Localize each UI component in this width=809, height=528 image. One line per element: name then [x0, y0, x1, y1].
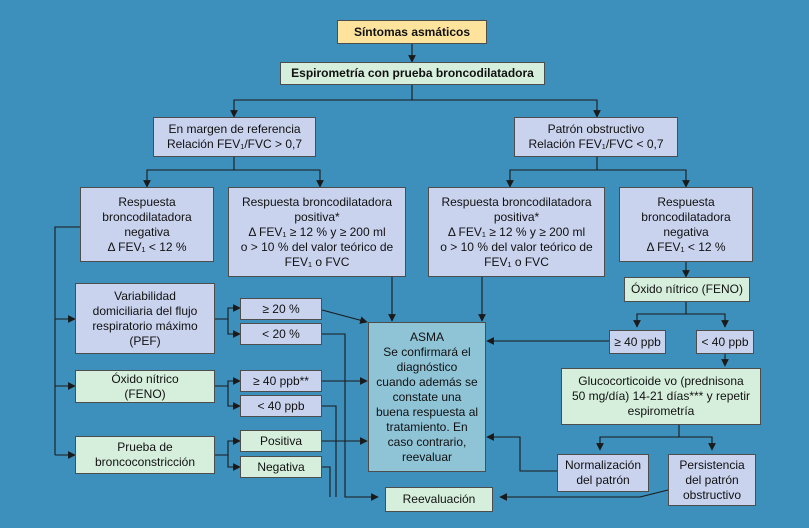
- bc-negative-label: Negativa: [257, 459, 305, 474]
- pef-high-label: ≥ 20 %: [262, 301, 300, 316]
- asma-box: ASMA Se confirmará el diagnóstico cuando…: [368, 322, 486, 472]
- persistence-box: Persistencia del patrón obstructivo: [668, 454, 756, 506]
- persistence-label: Persistencia del patrón obstructivo: [679, 457, 745, 502]
- bc-positive-label: Positiva: [259, 433, 303, 448]
- spirometry-label: Espirometría con prueba broncodilatadora: [291, 66, 534, 80]
- feno-right-label: Óxido nítrico (FENO): [630, 282, 744, 296]
- reevaluation-box: Reevaluación: [385, 487, 493, 512]
- bronchoconstriction-box: Prueba de broncoconstricción: [75, 436, 215, 474]
- bc-negative-box: Negativa: [240, 456, 322, 478]
- feno-left-box: Óxido nítrico (FENO): [75, 370, 215, 403]
- feno-right-box: Óxido nítrico (FENO): [624, 277, 750, 302]
- reference-margin-label: En margen de referencia Relación FEV₁/FV…: [166, 122, 303, 151]
- left-positive-response-box: Respuesta broncodilatadora positiva* Δ F…: [228, 187, 406, 277]
- pef-high-box: ≥ 20 %: [240, 298, 322, 320]
- right-negative-response-label: Respuesta broncodilatadora negativa Δ FE…: [641, 194, 731, 254]
- right-positive-response-box: Respuesta broncodilatadora positiva* Δ F…: [428, 187, 605, 277]
- feno-right-high-box: ≥ 40 ppb: [609, 330, 666, 354]
- reference-margin-box: En margen de referencia Relación FEV₁/FV…: [153, 117, 316, 157]
- feno-left-high-label: ≥ 40 ppb**: [253, 373, 309, 388]
- pef-low-label: < 20 %: [262, 326, 300, 341]
- left-negative-response-box: Respuesta broncodilatadora negativa Δ FE…: [80, 187, 214, 262]
- bc-positive-box: Positiva: [240, 430, 322, 452]
- feno-left-low-box: < 40 ppb: [240, 395, 322, 417]
- obstructive-pattern-box: Patrón obstructivo Relación FEV₁/FVC < 0…: [514, 117, 678, 157]
- feno-left-high-box: ≥ 40 ppb**: [240, 370, 322, 392]
- asma-label: ASMA Se confirmará el diagnóstico cuando…: [375, 329, 479, 464]
- left-negative-response-label: Respuesta broncodilatadora negativa Δ FE…: [102, 194, 192, 254]
- pef-box: Variabilidad domiciliaria del flujo resp…: [75, 283, 215, 354]
- feno-left-label: Óxido nítrico (FENO): [111, 371, 179, 401]
- feno-right-low-box: < 40 ppb: [696, 330, 754, 354]
- pef-low-box: < 20 %: [240, 323, 322, 345]
- symptoms-box: Síntomas asmáticos: [337, 20, 487, 44]
- right-positive-response-label: Respuesta broncodilatadora positiva* Δ F…: [440, 194, 593, 269]
- normalization-label: Normalización del patrón: [564, 458, 642, 487]
- obstructive-pattern-label: Patrón obstructivo Relación FEV₁/FVC < 0…: [528, 122, 664, 151]
- feno-right-low-label: < 40 ppb: [701, 334, 749, 349]
- bronchoconstriction-label: Prueba de broncoconstricción: [94, 440, 196, 469]
- feno-left-low-label: < 40 ppb: [257, 398, 305, 413]
- spirometry-box: Espirometría con prueba broncodilatadora: [280, 62, 545, 85]
- reevaluation-label: Reevaluación: [402, 492, 476, 506]
- pef-label: Variabilidad domiciliaria del flujo resp…: [92, 288, 198, 348]
- left-positive-response-label: Respuesta broncodilatadora positiva* Δ F…: [240, 194, 394, 269]
- glucocorticoid-box: Glucocorticoide vo (prednisona 50 mg/día…: [561, 368, 761, 425]
- normalization-box: Normalización del patrón: [557, 454, 649, 492]
- feno-right-high-label: ≥ 40 ppb: [614, 334, 661, 349]
- right-negative-response-box: Respuesta broncodilatadora negativa Δ FE…: [619, 187, 753, 262]
- glucocorticoid-label: Glucocorticoide vo (prednisona 50 mg/día…: [571, 374, 751, 418]
- symptoms-label: Síntomas asmáticos: [353, 24, 471, 39]
